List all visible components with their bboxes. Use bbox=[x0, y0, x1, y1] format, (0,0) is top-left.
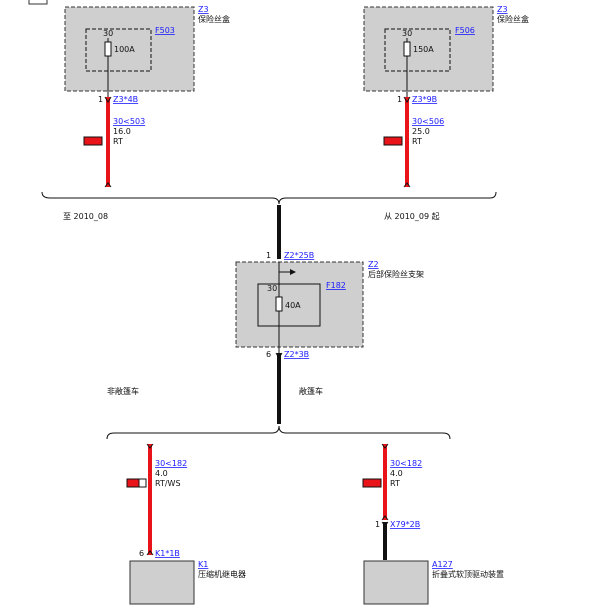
wire-k1-bottom-cap bbox=[146, 550, 154, 556]
rear-fuse-id[interactable]: Z2 bbox=[368, 260, 379, 269]
fuse-box-left: Z3 保险丝盒 F503 30 100A 1 Z3*4B bbox=[64, 5, 230, 104]
branch-left-label: 非敞篷车 bbox=[107, 386, 139, 396]
a127-drive-box bbox=[363, 560, 429, 605]
variant-brace-top bbox=[41, 191, 497, 205]
fuse-box-right-name: 保险丝盒 bbox=[497, 14, 529, 24]
wire-right-color: RT bbox=[412, 137, 422, 146]
fuse-box-left-pin: 1 bbox=[98, 95, 103, 104]
connector-z3-4b-link[interactable]: Z3*4B bbox=[113, 95, 138, 104]
wire-k1-top-cap bbox=[146, 443, 154, 449]
connector-k1-1b-link[interactable]: K1*1B bbox=[155, 549, 180, 558]
color-swatch-left bbox=[83, 136, 103, 146]
a127-id[interactable]: A127 bbox=[432, 560, 453, 569]
rear-fuse-pin-out: 6 bbox=[266, 350, 271, 359]
fuse-f506-link[interactable]: F506 bbox=[455, 26, 475, 35]
wire-right-bottom-cap bbox=[403, 182, 411, 188]
fuse-f182-link[interactable]: F182 bbox=[326, 281, 346, 290]
wire-left-gauge: 16.0 bbox=[113, 127, 131, 136]
variant-left-label: 至 2010_08 bbox=[63, 212, 108, 221]
corner-marker bbox=[28, 0, 48, 5]
wire-a127-ref-link[interactable]: 30<182 bbox=[390, 459, 422, 468]
rear-fuse-rating: 40A bbox=[285, 301, 301, 310]
wire-a127-black-cap bbox=[381, 521, 389, 527]
k1-pin: 6 bbox=[139, 549, 144, 558]
fuse-box-right: Z3 保险丝盒 F506 30 150A 1 Z3*9B bbox=[363, 5, 529, 104]
connector-z3-9b-link[interactable]: Z3*9B bbox=[412, 95, 437, 104]
fuse-right-symbol bbox=[403, 41, 411, 57]
branch-right-label: 敞篷车 bbox=[299, 386, 323, 396]
k1-relay-box bbox=[129, 560, 195, 605]
color-swatch-right bbox=[383, 136, 403, 146]
rear-fuse-pin-in: 1 bbox=[266, 251, 271, 260]
wire-right-gauge: 25.0 bbox=[412, 127, 430, 136]
wire-a127-top-cap bbox=[381, 443, 389, 449]
color-swatch-a127 bbox=[362, 478, 382, 488]
fuse-box-right-inner bbox=[384, 28, 451, 72]
rear-fuse-inner bbox=[257, 283, 321, 327]
fuse-right-rating: 150A bbox=[413, 45, 434, 54]
wire-right-ref-link[interactable]: 30<506 bbox=[412, 117, 444, 126]
connector-z2-25b-link[interactable]: Z2*25B bbox=[284, 251, 314, 260]
wire-k1-ref-link[interactable]: 30<182 bbox=[155, 459, 187, 468]
wire-black-top-cap bbox=[275, 352, 283, 359]
wire-a127-red-end-cap bbox=[381, 515, 389, 521]
color-swatch-k1-white bbox=[138, 478, 147, 488]
wire-left-top-cap bbox=[104, 96, 112, 103]
fuse-left-rating: 100A bbox=[114, 45, 135, 54]
fuse-box-left-inner bbox=[85, 28, 152, 72]
wire-a127-color: RT bbox=[390, 479, 400, 488]
fuse-box-right-id[interactable]: Z3 bbox=[497, 5, 508, 14]
fuse-left-terminal: 30 bbox=[103, 29, 113, 38]
variant-right-label: 从 2010_09 起 bbox=[384, 212, 440, 221]
fuse-box-left-id[interactable]: Z3 bbox=[198, 5, 209, 14]
wire-a127-gauge: 4.0 bbox=[390, 469, 403, 478]
fuse-f503-link[interactable]: F503 bbox=[155, 26, 175, 35]
branch-brace-bottom bbox=[106, 425, 451, 440]
connector-x79-2b-link[interactable]: X79*2B bbox=[390, 520, 420, 529]
wire-right-top-cap bbox=[403, 96, 411, 103]
wire-k1-gauge: 4.0 bbox=[155, 469, 168, 478]
rear-fuse-terminal: 30 bbox=[267, 284, 277, 293]
color-swatch-k1-red bbox=[126, 478, 140, 488]
wire-left-ref-link[interactable]: 30<503 bbox=[113, 117, 145, 126]
direction-arrow-icon bbox=[290, 269, 296, 275]
a127-pin: 1 bbox=[375, 520, 380, 529]
k1-name: 压缩机继电器 bbox=[198, 569, 246, 579]
rear-fuse-name: 后部保险丝支架 bbox=[368, 269, 424, 279]
wire-left-bottom-cap bbox=[104, 182, 112, 188]
a127-name: 折叠式软顶驱动装置 bbox=[432, 569, 504, 579]
rear-fuse-carrier: 1 Z2*25B Z2 后部保险丝支架 30 40A F182 6 Z2*3B bbox=[235, 251, 424, 359]
wire-left-color: RT bbox=[113, 137, 123, 146]
rear-fuse-symbol bbox=[275, 296, 283, 312]
k1-id[interactable]: K1 bbox=[198, 560, 208, 569]
fuse-box-right-pin: 1 bbox=[397, 95, 402, 104]
fuse-right-terminal: 30 bbox=[402, 29, 412, 38]
fuse-box-left-name: 保险丝盒 bbox=[198, 14, 230, 24]
rear-fuse-housing bbox=[235, 261, 364, 348]
fuse-left-symbol bbox=[104, 41, 112, 57]
connector-z2-3b-link[interactable]: Z2*3B bbox=[284, 350, 309, 359]
wire-k1-color: RT/WS bbox=[155, 479, 181, 488]
